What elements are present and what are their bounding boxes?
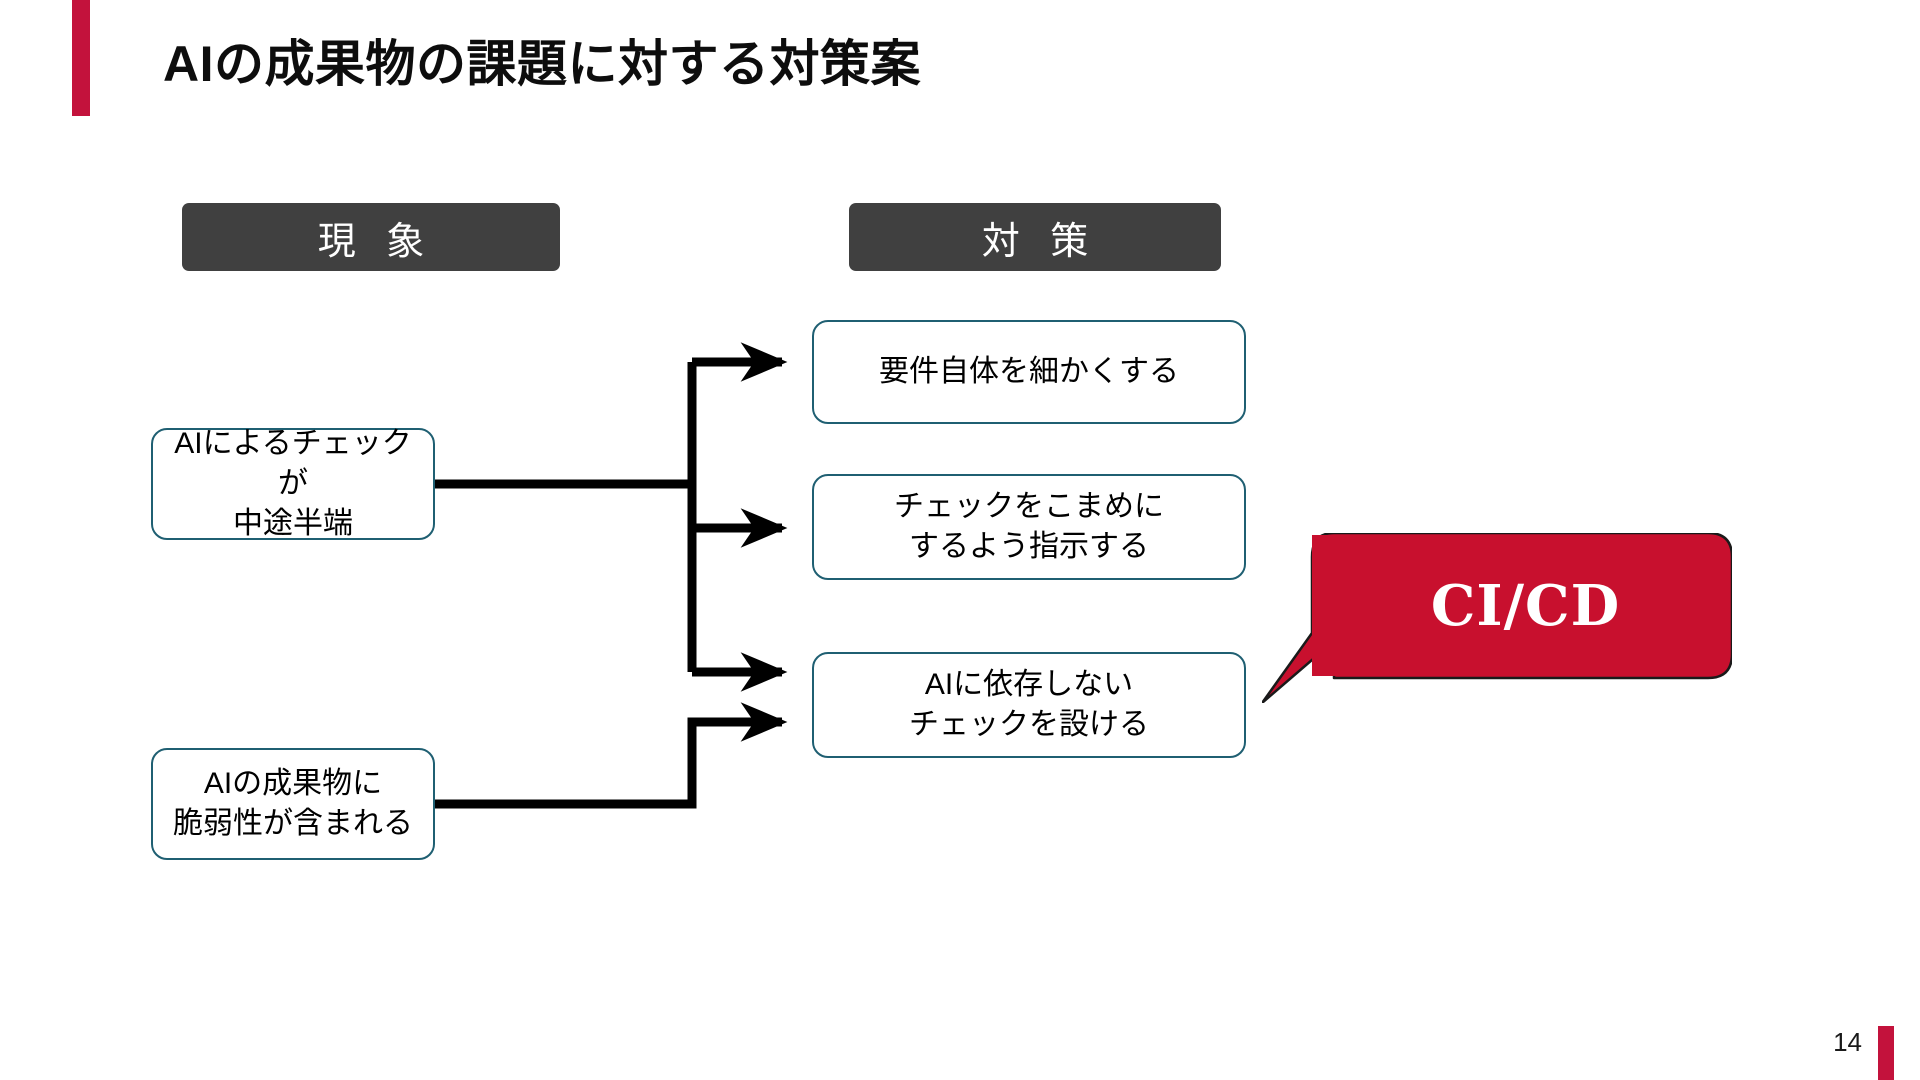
countermeasure-box-1[interactable]: 要件自体を細かくする <box>812 320 1246 424</box>
cicd-callout-shape <box>1262 533 1732 703</box>
page-title: AIの成果物の課題に対する対策案 <box>163 36 921 92</box>
title-accent-bar <box>72 0 90 116</box>
countermeasure-box-2-line2: するよう指示する <box>909 530 1149 563</box>
countermeasure-box-1-line1: 要件自体を細かくする <box>879 354 1179 388</box>
footer-accent-bar <box>1878 1026 1894 1080</box>
countermeasure-box-3[interactable]: AIに依存しない チェックを設ける <box>812 652 1246 758</box>
page-number: 14 <box>1833 1027 1862 1057</box>
phenomenon-box-1[interactable]: AIによるチェックが 中途半端 <box>151 427 435 540</box>
phenomenon-box-1-line1: AIによるチェックが <box>174 426 412 500</box>
countermeasure-box-3-line1: AIに依存しない <box>924 667 1134 701</box>
phenomenon-box-2-line1: AIの成果物に <box>203 766 383 800</box>
cicd-label: CI/CD <box>1430 572 1621 639</box>
phenomenon-box-1-line2: 中途半端 <box>233 507 353 541</box>
column-header-phenomenon: 現 象 <box>182 203 560 271</box>
column-header-countermeasure: 対 策 <box>849 203 1221 271</box>
phenomenon-box-2-line2: 脆弱性が含まれる <box>173 807 413 840</box>
cicd-callout[interactable]: CI/CD <box>1262 533 1732 703</box>
countermeasure-box-3-line2: チェックを設ける <box>909 708 1149 741</box>
countermeasure-box-2-line1: チェックをこまめに <box>894 489 1164 523</box>
countermeasure-box-2[interactable]: チェックをこまめに するよう指示する <box>812 474 1246 580</box>
phenomenon-box-2[interactable]: AIの成果物に 脆弱性が含まれる <box>151 748 435 860</box>
